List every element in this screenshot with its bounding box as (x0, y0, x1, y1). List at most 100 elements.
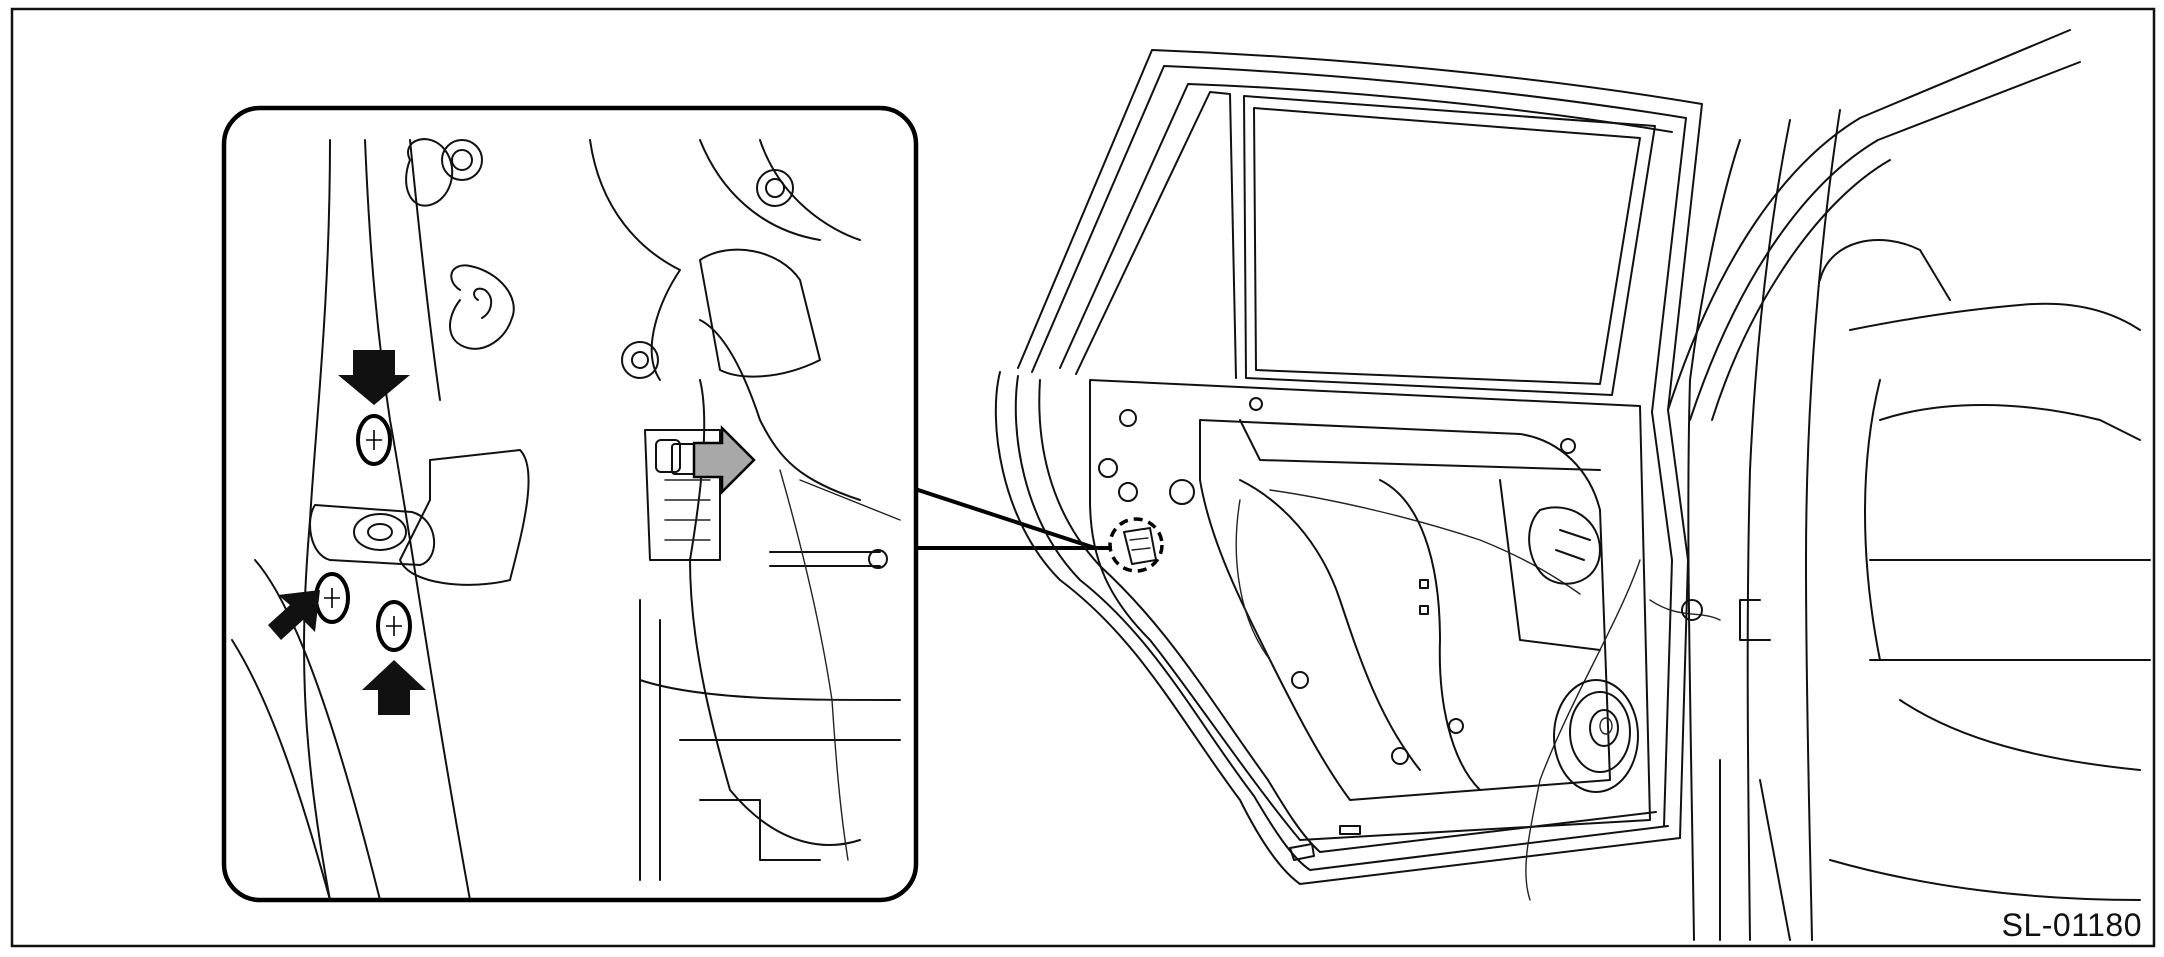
door-striker (1739, 599, 1771, 641)
panel-hole (1098, 458, 1118, 478)
screw-icon (314, 572, 350, 624)
panel-hole (441, 139, 483, 181)
connector-housing (644, 429, 721, 561)
panel-hole (621, 341, 659, 379)
door-glass-divider (1075, 91, 1237, 379)
detail-inset (221, 105, 1112, 903)
door-latch-connector (1129, 537, 1151, 551)
up-arrow-icon (362, 660, 426, 715)
figure-id-label: SL-01180 (2001, 907, 2142, 943)
lock-cable (1235, 499, 1271, 661)
seat-outline (1879, 404, 2141, 441)
body-pillar-line (1667, 29, 2071, 411)
latch-striker (353, 513, 407, 551)
seat-outline (1899, 699, 2141, 771)
door-edge-line (254, 559, 381, 898)
panel-hole (1118, 482, 1138, 502)
inner-panel-rib (1239, 419, 1601, 471)
door-window-frame (1017, 49, 1703, 411)
lock-cable (1269, 489, 1581, 595)
panel-hole (1391, 747, 1409, 765)
body-pillar-line (1805, 109, 1841, 941)
connector-pins (664, 479, 711, 541)
door-latch-connector (1123, 527, 1157, 565)
body-pillar-line (1711, 159, 1891, 421)
right-arrow-icon (692, 424, 756, 496)
panel-contour (639, 599, 901, 881)
panel-hole (1291, 671, 1309, 689)
screw-icon (376, 600, 412, 652)
panel-hole (765, 178, 785, 198)
latch-striker (309, 504, 435, 566)
sill-line (1829, 859, 2141, 901)
inner-panel-opening (1199, 419, 1611, 801)
cable-line (699, 319, 861, 501)
highlight-circle (1108, 517, 1164, 573)
control-rod (769, 551, 881, 567)
door-glass (1253, 107, 1641, 385)
inner-panel-rib (1499, 479, 1601, 651)
panel-hole (756, 169, 794, 207)
door-shell-outline (1014, 375, 1669, 871)
panel-contour (699, 139, 821, 241)
panel-hole (1419, 605, 1429, 615)
connector-icon (655, 439, 681, 473)
panel-contour (759, 139, 861, 241)
body-pillar-line (1687, 139, 1741, 941)
latch-striker (367, 523, 393, 541)
seat-outline (1819, 239, 1951, 301)
drain-clip (1289, 843, 1315, 861)
door-glass (1243, 95, 1656, 396)
door-shell-outline (994, 371, 1681, 885)
wire-harness (1525, 559, 1641, 901)
seat-outline (1869, 559, 2151, 661)
outer-border (10, 7, 2156, 948)
inner-panel-rib (1379, 479, 1481, 791)
control-rod (868, 549, 888, 569)
panel-hole (451, 149, 473, 171)
seat-outline (1864, 379, 1881, 661)
door-assembly (994, 49, 1721, 901)
panel-hole (1119, 409, 1137, 427)
body-pillar-line (1746, 119, 1791, 941)
wire-line (779, 469, 849, 861)
down-arrow-icon (338, 350, 410, 405)
inset-leader-diagonal (911, 486, 1096, 550)
sill-line (1719, 759, 1791, 941)
panel-hole (631, 351, 649, 369)
screw-icon (356, 414, 392, 466)
door-window-frame (1031, 65, 1687, 413)
drain-clip (1339, 825, 1361, 835)
panel-hole (1169, 479, 1195, 505)
seat-outline (1849, 302, 2141, 331)
speaker-icon (1553, 679, 1639, 793)
inner-panel (1089, 379, 1651, 841)
door-striker (1681, 599, 1703, 621)
regulator-motor (1555, 529, 1591, 561)
door-edge-line (231, 639, 331, 898)
inner-panel-rib (1239, 479, 1421, 771)
panel-hole (405, 138, 454, 207)
door-edge-line (409, 139, 441, 401)
door-edge-line (364, 139, 471, 898)
panel-contour (679, 739, 901, 861)
panel-hole (1419, 579, 1429, 589)
door-shell-outline (1651, 411, 1673, 827)
diagonal-arrow-icon (268, 590, 320, 640)
regulator-motor (1528, 506, 1601, 585)
door-window-frame (1059, 83, 1673, 369)
inset-drawing (231, 138, 901, 898)
striker-bracket (449, 264, 515, 350)
latch-body (399, 449, 530, 586)
panel-hole (1249, 397, 1263, 411)
door-shell-outline (1038, 379, 1657, 853)
panel-hole (1560, 438, 1576, 454)
striker-bracket (473, 287, 493, 319)
panel-hole (1448, 718, 1464, 734)
housing-block (699, 248, 821, 378)
vehicle-body (1667, 29, 2151, 941)
body-pillar-line (1689, 61, 2081, 421)
wire-line (799, 479, 901, 521)
